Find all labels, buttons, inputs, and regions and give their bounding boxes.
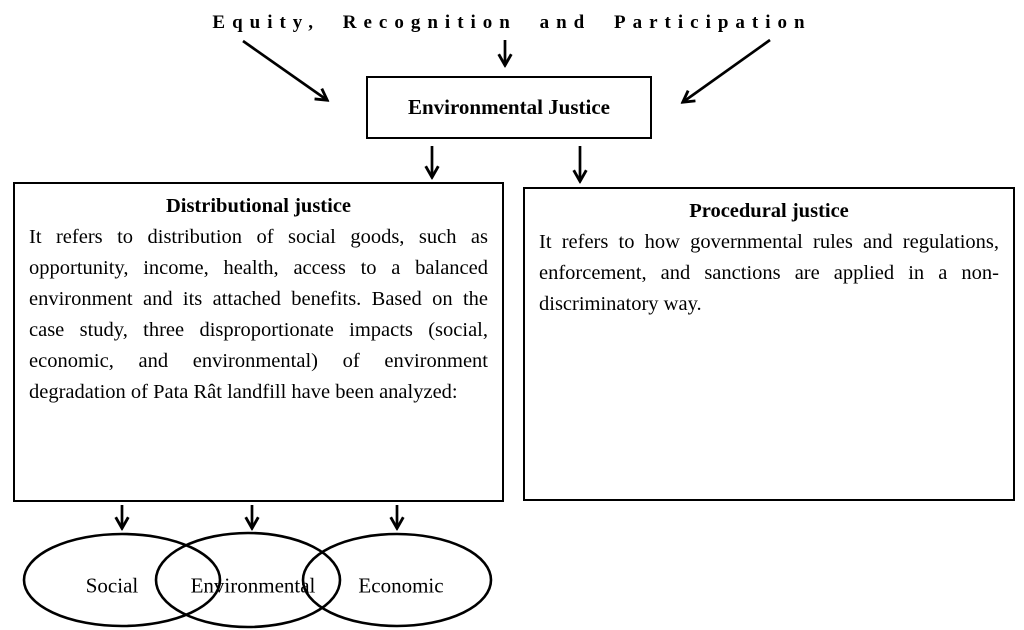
equity-recognition-participation-label: Equity, Recognition and Participation — [212, 12, 812, 33]
environmental-justice-box: Environmental Justice — [366, 76, 652, 139]
distributional-justice-title: Distributional justice — [165, 195, 352, 217]
procedural-justice-box: Procedural justice It refers to how gove… — [523, 187, 1015, 501]
social-ellipse-label: Social — [85, 573, 139, 598]
environmental-justice-label: Environmental Justice — [407, 95, 611, 119]
arrow-equity-to-ej-right — [683, 38, 771, 102]
economic-ellipse-label: Economic — [358, 573, 444, 598]
procedural-justice-title: Procedural justice — [689, 200, 849, 222]
economic-ellipse — [301, 532, 493, 628]
arrow-equity-to-ej-left — [242, 39, 327, 100]
procedural-justice-body: It refers to how governmental rules and … — [539, 231, 999, 315]
social-ellipse — [22, 532, 222, 628]
distributional-justice-box: Distributional justice It refers to dist… — [13, 182, 504, 502]
distributional-justice-body: It refers to distribution of social good… — [29, 226, 488, 403]
environmental-ellipse-label: Environmental — [190, 573, 316, 598]
environmental-ellipse — [154, 531, 342, 629]
